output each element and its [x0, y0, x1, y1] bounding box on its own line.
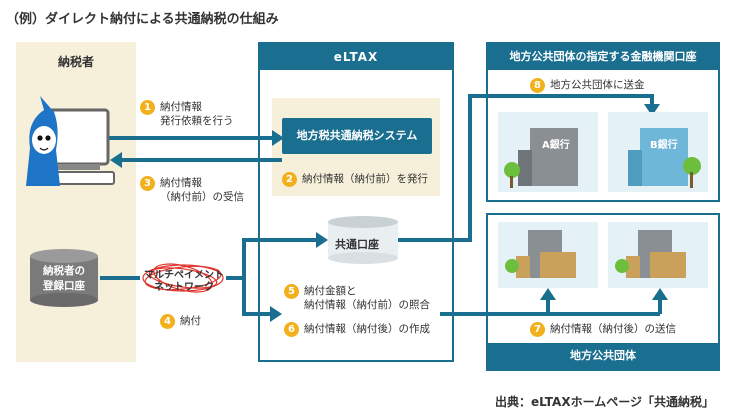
taxpayer-column: 納税者	[16, 42, 136, 362]
taxpayer-illustration	[26, 96, 115, 186]
step-1-badge: 1	[140, 100, 155, 115]
step-5-line1: 納付金額と	[304, 285, 357, 297]
step-3-badge: 3	[140, 176, 155, 191]
step-4-line1: 納付	[180, 315, 201, 327]
step-7-line1: 納付情報（納付後）の送信	[550, 323, 676, 335]
network-icon	[142, 263, 224, 293]
network-line2: ネットワーク	[154, 282, 214, 293]
step-6-line1: 納付情報（納付後）の作成	[304, 323, 430, 335]
arrow-to-reconcile-head	[270, 306, 282, 322]
tax-system-box: 地方税共通納税システム	[282, 118, 432, 154]
step-8: 8 地方公共団体に送金	[530, 78, 645, 93]
common-account-cylinder	[328, 216, 398, 264]
arrow-send-b-head	[652, 288, 668, 300]
step-1: 1 納付情報発行依頼を行う	[140, 100, 234, 128]
payer-account-line1: 納税者の	[43, 265, 85, 277]
payer-account-line2: 登録口座	[43, 280, 85, 292]
common-account-label: 共通口座	[335, 238, 379, 251]
government-box-footer: 地方公共団体	[488, 343, 718, 369]
arrow-send-a-head	[540, 288, 556, 300]
arrow-receive-head	[110, 152, 122, 168]
payer-account-label: 納税者の 登録口座	[34, 264, 94, 294]
step-3-line2: （納付前）の受信	[160, 191, 244, 203]
step-5-badge: 5	[284, 284, 299, 299]
page-title: （例）ダイレクト納付による共通納税の仕組み	[6, 12, 279, 27]
bank-b-label: B銀行	[650, 140, 678, 151]
step-7: 7 納付情報（納付後）の送信	[530, 322, 676, 337]
step-2-badge: 2	[282, 172, 297, 187]
bank-a-building	[504, 128, 578, 188]
arrow-to-common-account	[242, 238, 318, 278]
step-8-line1: 地方公共団体に送金	[550, 79, 645, 91]
arrow-remit-head	[644, 104, 660, 116]
step-3-line1: 納付情報	[160, 177, 202, 189]
step-1-line2: 発行依頼を行う	[160, 115, 234, 127]
arrow-to-reconcile	[242, 278, 272, 316]
step-7-badge: 7	[530, 322, 545, 337]
step-4-badge: 4	[160, 314, 175, 329]
bank-a-label: A銀行	[542, 140, 570, 151]
step-8-badge: 8	[530, 78, 545, 93]
gov-b-building	[615, 230, 686, 278]
step-2-line1: 納付情報（納付前）を発行	[302, 173, 428, 185]
step-5: 5 納付金額と納付情報（納付前）の照合	[284, 284, 430, 312]
step-3: 3 納付情報 （納付前）の受信	[140, 176, 244, 204]
arrow-to-common-account-head	[316, 232, 328, 248]
step-5-line2: 納付情報（納付前）の照合	[304, 299, 430, 311]
bank-box-header: 地方公共団体の指定する金融機関口座	[488, 44, 718, 70]
network-label: マルチペイメント ネットワーク	[138, 270, 230, 294]
payer-account-cylinder	[30, 249, 98, 307]
arrow-remit	[398, 94, 654, 242]
step-6-badge: 6	[284, 322, 299, 337]
network-line1: マルチペイメント	[144, 270, 224, 281]
arrow-request-head	[272, 130, 284, 146]
step-4: 4 納付	[160, 314, 201, 329]
eltax-column: eLTAX	[258, 42, 454, 362]
gov-a-building	[505, 230, 576, 278]
bank-b-building	[628, 128, 701, 188]
taxpayer-column-header: 納税者	[57, 55, 94, 69]
step-2: 2 納付情報（納付前）を発行	[282, 172, 428, 187]
eltax-column-header: eLTAX	[260, 44, 452, 70]
source-citation: 出典：eLTAXホームページ「共通納税」	[495, 395, 714, 409]
step-1-line1: 納付情報	[160, 101, 202, 113]
step-6: 6 納付情報（納付後）の作成	[284, 322, 430, 337]
